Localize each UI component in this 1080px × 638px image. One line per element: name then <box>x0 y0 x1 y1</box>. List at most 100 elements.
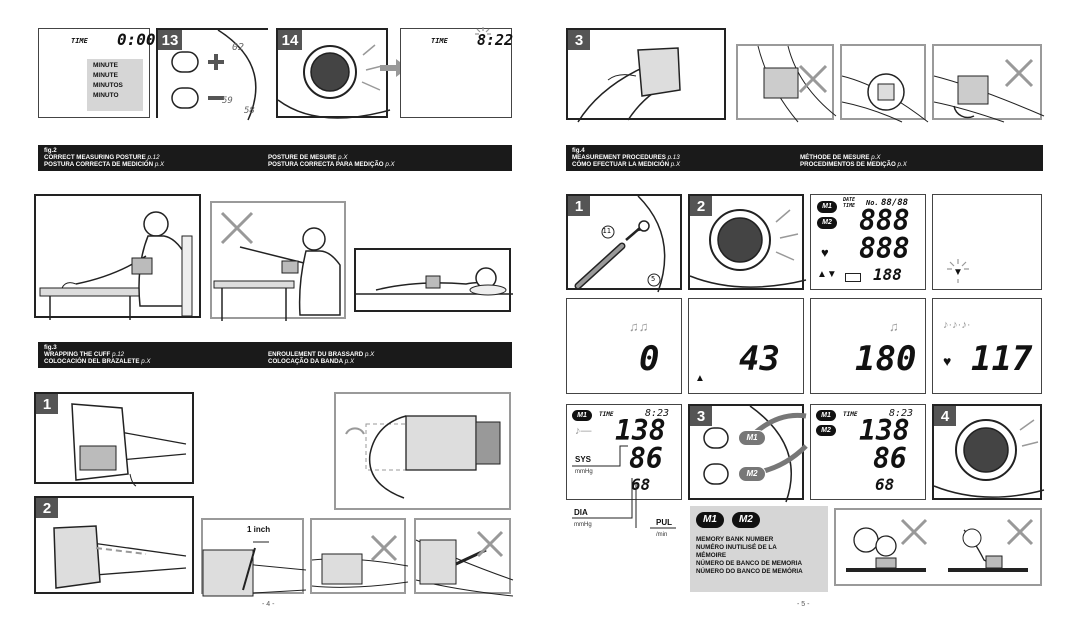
legend-line-en: MEMORY BANK NUMBER <box>696 536 774 543</box>
fig3-page-en: p.12 <box>112 351 125 358</box>
m1-badge-icon-2: M1 <box>572 410 592 421</box>
memory-time-label: TIME <box>843 411 858 418</box>
cuff-wrong4-panel <box>932 44 1045 123</box>
fig3-title-fr: ENROULEMENT DU BRASSARD <box>268 351 364 358</box>
time-label: TIME <box>71 37 88 45</box>
cuff-correct-panel <box>840 44 929 123</box>
clock-set-panel: TIME 8:22 <box>400 27 514 118</box>
heart-icon-2: ♥ <box>943 353 952 369</box>
m2-badge-icon-3: M2 <box>816 425 836 436</box>
memory-buttons-illustration <box>703 405 808 503</box>
power-off-illustration <box>933 419 1045 498</box>
fig3-title-en: WRAPPING THE CUFF <box>44 351 111 358</box>
step13-number: 13 <box>158 30 182 50</box>
fig4-title-pt: PROCEDIMENTOS DE MEDIÇÃO <box>800 161 896 168</box>
fig2-page-en: p.12 <box>147 154 160 161</box>
beep-icon-2: ♫ <box>889 319 899 334</box>
callout-5: 5 <box>651 275 656 283</box>
step13-digit-b2: 58 <box>244 106 255 116</box>
memory-display-panel: M1 M2 TIME 8:23 138 86 68 <box>810 404 926 500</box>
step13-illustration <box>158 29 270 121</box>
cuff-wrong1-illustration <box>311 534 409 588</box>
measure-step1-panel: 1 11 5 <box>566 194 682 293</box>
measure-step1-number: 1 <box>568 196 590 216</box>
cuff-step1-panel: 1 <box>34 392 194 487</box>
time-label-3: TIME <box>843 203 856 209</box>
battery-icon <box>845 273 861 282</box>
fig4-page-es: p.X <box>670 161 681 168</box>
fig3-caption-bar: fig.3 WRAPPING THE CUFF p.12 COLOCACIÓN … <box>38 342 512 368</box>
measure-step4-panel: 4 <box>932 404 1045 500</box>
cuff-inch-illustration <box>202 541 307 597</box>
beep-icon-3: ♪— <box>575 425 592 437</box>
mmhg-label-2: mmHg <box>574 522 592 528</box>
time-value: 0:00 <box>117 30 156 49</box>
fig2-page-fr: p.X <box>338 154 348 161</box>
cuff-wrong2-panel <box>414 518 514 597</box>
page-number-right: - 5 - <box>797 601 810 608</box>
fig3-page-pt: p.X <box>344 358 355 365</box>
fig4-title-fr: MÉTHODE DE MESURE <box>800 154 870 161</box>
posture-lying-panel <box>354 248 513 312</box>
minute-label-pt: MINUTO <box>93 92 119 99</box>
sys-label: SYS <box>575 455 592 464</box>
m2-badge-icon: M2 <box>817 217 837 229</box>
cuff-step2-panel: 2 <box>34 496 194 594</box>
cuff-wrong3-panel <box>736 44 837 123</box>
cuff-inch-panel: 1 inch <box>201 518 307 597</box>
wrong-posture-illustration <box>213 211 341 321</box>
cuff-wrong2-illustration <box>415 530 514 597</box>
inch-label: 1 inch <box>247 525 271 534</box>
count-panel-0: ♫♫ 0 <box>566 298 682 394</box>
wrong-behaviour-panel <box>834 508 1042 586</box>
page-number-left: - 4 - <box>262 601 275 608</box>
cuff-step3-illustration <box>577 47 681 123</box>
clock-display-panel: TIME 0:00 MINUTE MINUTE MINUTOS MINUTO <box>38 28 156 118</box>
count-117: 117 <box>971 339 1033 379</box>
legend-line-pt: NÚMERO DO BANCO DE MEMÓRIA <box>696 568 803 575</box>
m1-arrow-badge[interactable]: M1 <box>738 430 766 446</box>
legend-line-es: NÚMERO DE BANCO DE MEMORIA <box>696 560 802 567</box>
m2-arrow-badge[interactable]: M2 <box>738 466 766 482</box>
memory-step3-number: 3 <box>690 406 712 426</box>
count-43: 43 <box>739 339 780 379</box>
full-display-panel: M1 M2 DATE TIME No. 88/88 888 ♥ 888 ▲▼ 1… <box>810 194 926 290</box>
cuff-step3-number: 3 <box>568 30 590 50</box>
m1-badge-icon: M1 <box>817 201 837 213</box>
plug-illustration <box>574 195 666 293</box>
cuff-wrong4-illustration <box>933 58 1045 123</box>
fig2-title-fr: POSTURE DE MESURE <box>268 154 337 161</box>
posture-sitting-panel <box>34 194 201 320</box>
beep-sequence-icon: ♪·♪·♪· <box>943 319 971 331</box>
memory-legend-box: M1 M2 MEMORY BANK NUMBER NUMÉRO INUTILIS… <box>690 506 828 592</box>
sitting-posture-illustration <box>39 211 193 320</box>
dia-888: 888 <box>859 232 910 265</box>
heart-icon: ♥ <box>821 245 829 260</box>
cuff-diagram-illustration <box>345 415 501 499</box>
fig3-label: fig.3 <box>44 344 57 351</box>
count-panel-117: ♪·♪·♪· ♥ 117 <box>932 298 1042 394</box>
fig4-title-en: MEASUREMENT PROCEDURES <box>572 154 666 161</box>
fig2-caption-bar: fig.2 CORRECT MEASURING POSTURE p.12 POS… <box>38 145 512 171</box>
dia-label: DIA <box>574 508 588 517</box>
fig4-title-es: CÓMO EFECTUAR LA MEDICIÓN <box>572 161 670 168</box>
minute-label-box: MINUTE MINUTE MINUTOS MINUTO <box>87 59 143 111</box>
measure-step4-number: 4 <box>934 406 956 426</box>
minute-label-en: MINUTE <box>93 62 118 69</box>
step14-number: 14 <box>278 30 302 50</box>
pul-label: PUL <box>656 518 672 527</box>
cuff-step3-panel: 3 <box>566 28 726 123</box>
inflate-deflate-icon: ▲▼ <box>817 269 837 280</box>
result-time-label: TIME <box>599 411 614 418</box>
memory-step3-panel: 3 M1 M2 <box>688 404 808 503</box>
callout-11: 11 <box>602 227 611 235</box>
time-value-2: 8:22 <box>477 31 514 49</box>
fig2-title-pt: POSTURA CORRECTA PARA MEDIÇÃO <box>268 161 384 168</box>
measure-step2-number: 2 <box>690 196 712 216</box>
result-pul: 68 <box>631 475 651 494</box>
result-sys: 138 <box>615 414 666 447</box>
fig2-title-en: CORRECT MEASURING POSTURE <box>44 154 146 161</box>
fig3-title-es: COLOCACIÓN DEL BRAZALETE <box>44 358 140 365</box>
fig4-page-fr: p.X <box>871 154 881 161</box>
count-180: 180 <box>855 339 917 379</box>
